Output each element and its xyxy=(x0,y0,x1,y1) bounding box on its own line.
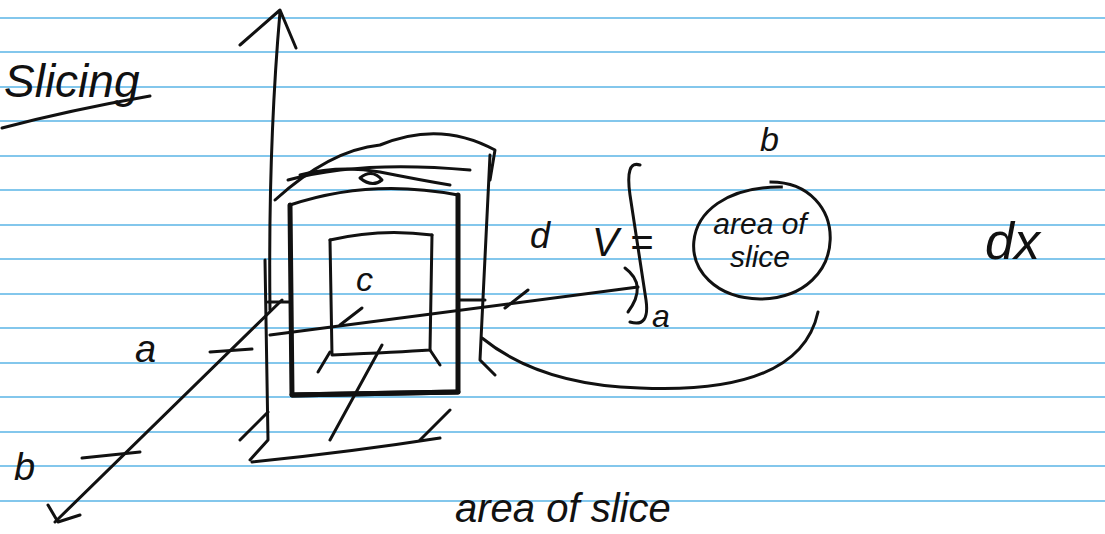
solid-sketch xyxy=(240,134,495,462)
tick-mark xyxy=(82,452,140,458)
ellipse-outline xyxy=(694,182,831,299)
tick-mark xyxy=(340,308,362,325)
term-text: area of slice xyxy=(695,207,825,273)
tick-mark xyxy=(505,290,528,308)
circled-term: area of slice xyxy=(665,179,855,301)
dimension-label: c xyxy=(356,262,373,296)
lower-limit: a xyxy=(652,300,670,332)
differential: dx xyxy=(985,215,1040,267)
leader-curve xyxy=(482,312,818,389)
dimension-label: d xyxy=(530,218,550,254)
rotation-arrow xyxy=(625,268,637,312)
ruled-lines xyxy=(0,18,1105,501)
title: Slicing xyxy=(4,58,140,104)
note-text: area of slice xyxy=(455,488,671,528)
horizontal-axis xyxy=(270,287,638,335)
vertical-axis xyxy=(240,10,296,310)
axis-label: a xyxy=(135,330,156,368)
depth-axis xyxy=(55,300,282,522)
tick-mark xyxy=(210,349,252,352)
axis-label: b xyxy=(14,448,35,486)
volume-symbol: V = xyxy=(592,222,653,262)
upper-limit: b xyxy=(760,122,779,156)
axis-arrowhead xyxy=(48,505,80,522)
